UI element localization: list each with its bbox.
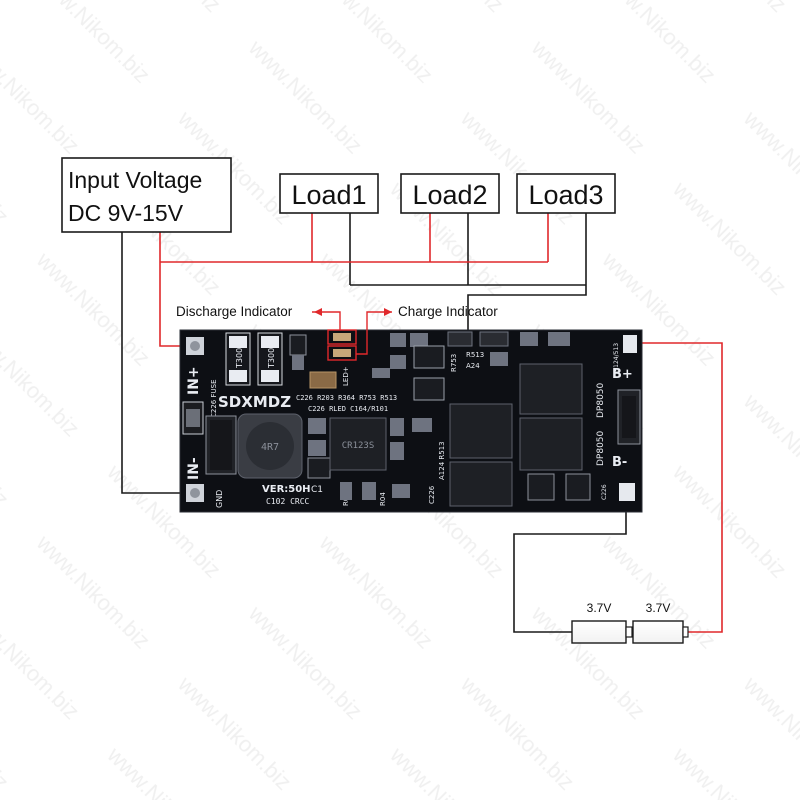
- pcb-board: IN+ IN- C226 FUSE GND T300 T300: [179, 329, 643, 513]
- c1-label: C1: [311, 485, 323, 495]
- input-voltage-box: Input Voltage DC 9V-15V: [61, 157, 232, 233]
- soic-b: [449, 461, 513, 507]
- soic-a: [449, 403, 513, 459]
- svg-text:LED+: LED+: [342, 366, 350, 386]
- charge-indicator-label: Charge Indicator: [398, 304, 498, 319]
- black-wires: [121, 213, 633, 633]
- bottom-label: C102 CRCC: [266, 497, 310, 506]
- input-voltage-range: DC 9V-15V: [68, 200, 184, 226]
- load2-box: Load2: [400, 173, 500, 214]
- in-plus-label: IN+: [186, 366, 202, 395]
- battery-1: 3.7V: [571, 601, 633, 644]
- fuse-label: C226 FUSE: [210, 380, 218, 419]
- red-wires: [159, 213, 723, 633]
- soic-d: [519, 417, 583, 471]
- battery-1-voltage: 3.7V: [587, 601, 612, 615]
- b-minus-label: B-: [612, 455, 627, 470]
- charge-led: [327, 345, 357, 361]
- svg-text:DP8050: DP8050: [596, 430, 606, 466]
- svg-text:A124 R513: A124 R513: [438, 441, 446, 480]
- svg-text:C226: C226: [601, 484, 608, 500]
- load3-box: Load3: [516, 173, 616, 214]
- b-minus-pad: [619, 483, 635, 501]
- wiring: [121, 213, 723, 633]
- load1-box: Load1: [279, 173, 379, 214]
- svg-text:R753: R753: [450, 354, 458, 372]
- svg-text:C226: C226: [428, 485, 436, 504]
- load3-label: Load3: [528, 180, 603, 210]
- inductor: 4R7: [237, 413, 303, 479]
- load1-label: Load1: [291, 180, 366, 210]
- svg-text:R124/513: R124/513: [613, 343, 620, 372]
- battery-pos-wire: [636, 342, 723, 633]
- svg-text:R513: R513: [466, 351, 484, 359]
- discharge-indicator-callout: Discharge Indicator: [176, 304, 341, 330]
- battery-neg-wire: [513, 491, 627, 633]
- silk-row2: C226 RLED C164/R101: [308, 405, 388, 413]
- version-label: VER:50H: [262, 484, 311, 495]
- load-to-board-neg: [467, 285, 587, 340]
- gnd-wire: [121, 232, 196, 494]
- load2-label: Load2: [412, 180, 487, 210]
- svg-text:CR123S: CR123S: [342, 441, 375, 451]
- charge-indicator-callout: Charge Indicator: [356, 304, 498, 355]
- svg-text:DP8050: DP8050: [596, 382, 606, 418]
- silk-row1: C226 R203 R364 R753 R513: [296, 394, 397, 402]
- svg-text:A24: A24: [466, 362, 480, 370]
- t300-a: T300: [225, 332, 251, 386]
- battery-2: 3.7V: [632, 601, 689, 644]
- discharge-indicator-label: Discharge Indicator: [176, 304, 293, 319]
- discharge-led: [327, 329, 357, 345]
- t300-b: T300: [257, 332, 283, 386]
- gnd-label: GND: [215, 490, 224, 508]
- brand-label: SDXMDZ: [218, 393, 291, 411]
- b-plus-label: B+: [612, 367, 633, 382]
- battery-2-voltage: 3.7V: [646, 601, 671, 615]
- soic-c: [519, 363, 583, 415]
- b-plus-pad: [623, 335, 637, 353]
- svg-text:T300: T300: [235, 348, 244, 369]
- in-minus-label: IN-: [186, 457, 202, 480]
- input-voltage-label: Input Voltage: [68, 167, 202, 193]
- svg-text:T300: T300: [267, 348, 276, 369]
- svg-text:R04: R04: [379, 492, 387, 506]
- svg-text:4R7: 4R7: [261, 442, 279, 453]
- chip-cr123s: CR123S: [329, 417, 387, 471]
